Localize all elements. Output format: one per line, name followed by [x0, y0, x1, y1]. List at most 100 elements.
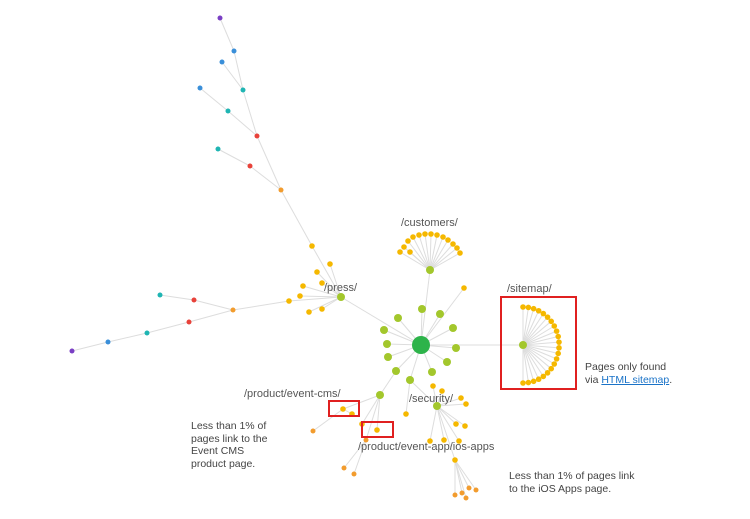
event-cms-node[interactable] — [340, 406, 346, 412]
page-node[interactable] — [440, 234, 446, 240]
section-node[interactable] — [436, 310, 444, 318]
deep-node[interactable] — [351, 471, 357, 477]
ios-apps-node[interactable] — [452, 457, 458, 463]
deep-node[interactable] — [157, 292, 163, 298]
page-node[interactable] — [520, 304, 526, 310]
deep-node[interactable] — [144, 330, 150, 336]
deep-node[interactable] — [247, 163, 253, 169]
section-node[interactable] — [380, 326, 388, 334]
deep-node[interactable] — [230, 307, 236, 313]
section-node[interactable] — [449, 324, 457, 332]
page-node[interactable] — [553, 328, 560, 334]
root-node[interactable] — [412, 336, 430, 354]
page-node[interactable] — [405, 238, 411, 244]
page-node[interactable] — [430, 383, 436, 389]
label-ios-apps[interactable]: /product/event-app/ios-apps — [358, 441, 495, 453]
product-node[interactable] — [376, 391, 384, 399]
page-node[interactable] — [535, 307, 542, 314]
page-node[interactable] — [441, 437, 447, 443]
section-node[interactable] — [406, 376, 414, 384]
page-node[interactable] — [555, 333, 561, 340]
page-node[interactable] — [309, 243, 315, 249]
deep-node[interactable] — [186, 319, 192, 325]
page-node[interactable] — [544, 314, 551, 320]
page-node[interactable] — [434, 232, 440, 238]
page-node[interactable] — [555, 350, 561, 357]
page-node[interactable] — [551, 361, 558, 367]
section-node[interactable] — [443, 358, 451, 366]
page-node[interactable] — [548, 365, 555, 372]
deep-node[interactable] — [341, 465, 347, 471]
deep-node[interactable] — [363, 437, 369, 443]
page-node[interactable] — [427, 438, 433, 444]
section-node[interactable] — [428, 368, 436, 376]
deep-node[interactable] — [240, 87, 246, 93]
page-node[interactable] — [286, 298, 292, 304]
deep-node[interactable] — [215, 146, 221, 152]
deep-node[interactable] — [225, 108, 231, 114]
page-node[interactable] — [439, 388, 445, 394]
page-node[interactable] — [461, 285, 467, 291]
page-node[interactable] — [544, 370, 551, 376]
label-customers[interactable]: /customers/ — [401, 217, 458, 229]
page-node[interactable] — [530, 305, 537, 312]
page-node[interactable] — [540, 310, 547, 317]
page-node[interactable] — [457, 250, 463, 256]
section-node[interactable] — [384, 353, 392, 361]
deep-node[interactable] — [278, 187, 284, 193]
page-node[interactable] — [410, 234, 416, 240]
deep-node[interactable] — [473, 487, 479, 493]
deep-node[interactable] — [466, 485, 472, 491]
deep-node[interactable] — [254, 133, 260, 139]
page-node[interactable] — [397, 249, 403, 255]
deep-node[interactable] — [452, 492, 458, 498]
page-node[interactable] — [453, 421, 459, 427]
security-node[interactable] — [433, 402, 441, 410]
deep-node[interactable] — [219, 59, 225, 65]
deep-node[interactable] — [69, 348, 75, 354]
sitemap-node[interactable] — [519, 341, 527, 349]
deep-node[interactable] — [217, 15, 223, 21]
label-event-cms[interactable]: /product/event-cms/ — [244, 388, 341, 400]
page-node[interactable] — [535, 376, 542, 383]
deep-node[interactable] — [463, 495, 469, 501]
label-security[interactable]: /security/ — [409, 393, 454, 405]
press-node[interactable] — [337, 293, 345, 301]
page-node[interactable] — [530, 378, 537, 385]
deep-node[interactable] — [459, 490, 465, 496]
page-node[interactable] — [462, 423, 468, 429]
section-node[interactable] — [392, 367, 400, 375]
page-node[interactable] — [401, 244, 407, 250]
deep-node[interactable] — [191, 297, 197, 303]
section-node[interactable] — [394, 314, 402, 322]
page-node[interactable] — [297, 293, 303, 299]
page-node[interactable] — [540, 373, 547, 380]
html-sitemap-link[interactable]: HTML sitemap — [601, 373, 670, 386]
page-node[interactable] — [428, 231, 434, 237]
page-node[interactable] — [551, 323, 558, 329]
page-node[interactable] — [458, 395, 464, 401]
page-node[interactable] — [300, 283, 306, 289]
deep-node[interactable] — [231, 48, 237, 54]
page-node[interactable] — [463, 401, 469, 407]
page-node[interactable] — [319, 306, 325, 312]
deep-node[interactable] — [105, 339, 111, 345]
page-node[interactable] — [416, 232, 422, 238]
section-node[interactable] — [418, 305, 426, 313]
page-node[interactable] — [454, 245, 460, 251]
page-node[interactable] — [525, 379, 532, 386]
page-node[interactable] — [525, 304, 532, 311]
page-node[interactable] — [445, 237, 451, 243]
page-node[interactable] — [556, 339, 562, 345]
page-node[interactable] — [520, 380, 526, 386]
page-node[interactable] — [450, 241, 456, 247]
label-sitemap[interactable]: /sitemap/ — [507, 283, 552, 295]
page-node[interactable] — [327, 261, 333, 267]
page-node[interactable] — [556, 345, 562, 351]
page-node[interactable] — [407, 249, 413, 255]
section-node[interactable] — [383, 340, 391, 348]
label-press[interactable]: /press/ — [324, 282, 358, 294]
page-node[interactable] — [553, 356, 560, 362]
page-node[interactable] — [403, 411, 409, 417]
event-app-node[interactable] — [374, 427, 380, 433]
